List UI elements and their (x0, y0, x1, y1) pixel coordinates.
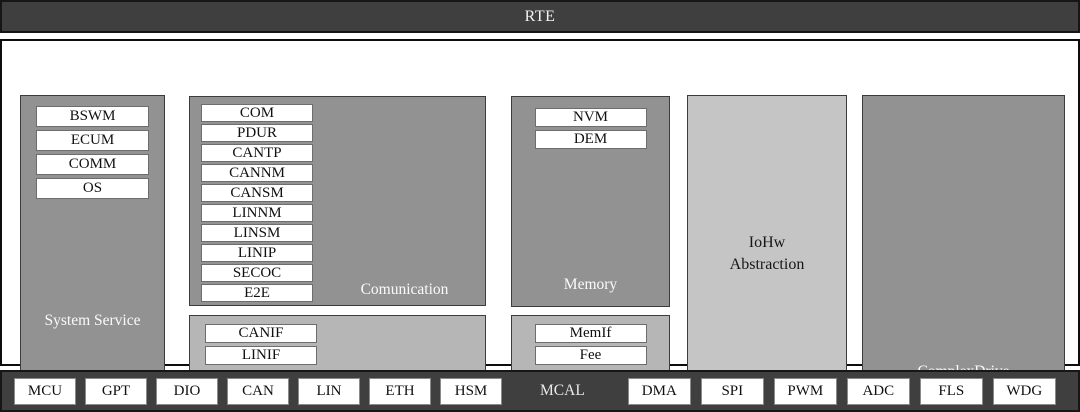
mcal-module-block-fls: FLS (919, 377, 983, 405)
communication-modules: COM PDUR CANTP CANNM CANSM LINNM LINSM LINIP SEC… (190, 97, 485, 302)
rte-layer-bar: RTE (0, 0, 1080, 33)
mcal-module-block-adc: ADC (846, 377, 910, 405)
mcal-module-block-dio: DIO (156, 377, 218, 405)
module-block-linip: LINIP (201, 244, 313, 262)
mcal-module-block-gpt: GPT (85, 377, 147, 405)
module-block-pdur: PDUR (201, 124, 313, 142)
module-block-nvm: NVM (534, 108, 647, 127)
mcal-module-block-mcu: MCU (14, 377, 76, 405)
module-block-ecum: ECUM (36, 130, 149, 151)
iohw-abstraction-label-line1: IoHw (748, 233, 786, 251)
mcal-module-block-hsm: HSM (440, 377, 502, 405)
module-block-canif: CANIF (205, 324, 317, 343)
iohw-abstraction-section: IoHw Abstraction (687, 95, 847, 394)
mcal-layer-bar: MCU GPT DIO CAN LIN ETH HSM MCAL DMA SPI PWM ADC F… (0, 370, 1080, 412)
module-block-linnm: LINNM (201, 204, 313, 222)
module-block-secoc: SECOC (201, 264, 313, 282)
mcal-module-block-lin: LIN (298, 377, 360, 405)
communication-section: COM PDUR CANTP CANNM CANSM LINNM LINSM LINIP SEC… (189, 96, 486, 306)
mcal-module-block-can: CAN (227, 377, 289, 405)
module-block-fee: Fee (534, 346, 647, 365)
module-block-memif: MemIf (534, 324, 647, 343)
module-block-linsm: LINSM (201, 224, 313, 242)
module-block-cansm: CANSM (201, 184, 313, 202)
memory-label: Memory (563, 276, 618, 293)
mcal-module-block-pwm: PWM (773, 377, 837, 405)
module-block-bswm: BSWM (36, 106, 149, 127)
mcal-module-block-wdg: WDG (992, 377, 1056, 405)
communication-label: Comunication (360, 281, 449, 298)
module-block-comm: COMM (36, 154, 149, 175)
mcal-module-block-spi: SPI (700, 377, 764, 405)
module-block-dem: DEM (534, 130, 647, 149)
complex-drive-section: ComplexDrive (862, 95, 1065, 394)
module-block-e2e: E2E (201, 284, 313, 302)
system-service-section: BSWM ECUM COMM OS System Service (20, 95, 165, 390)
iohw-abstraction-label-line2: Abstraction (729, 255, 805, 273)
module-block-cantp: CANTP (201, 144, 313, 162)
system-service-label: System Service (44, 312, 141, 329)
module-block-os: OS (36, 178, 149, 199)
mcal-right-modules: DMA SPI PWM ADC FLS WDG (627, 377, 1056, 405)
module-block-linif: LINIF (205, 346, 317, 365)
mcal-label: MCAL (540, 382, 585, 399)
mcal-module-block-dma: DMA (627, 377, 691, 405)
module-block-cannm: CANNM (201, 164, 313, 182)
module-block-com: COM (201, 104, 313, 122)
mcal-module-block-eth: ETH (369, 377, 431, 405)
bsw-layer-container: BSWM ECUM COMM OS System Service COM PDUR CAN… (0, 39, 1080, 394)
system-service-modules: BSWM ECUM COMM OS (21, 96, 164, 199)
rte-label: RTE (524, 7, 556, 25)
memory-modules: NVM DEM (512, 97, 669, 149)
mcal-left-modules: MCU GPT DIO CAN LIN ETH HSM (14, 377, 502, 405)
communication-interface-modules: CANIF LINIF (190, 316, 485, 365)
memory-section: NVM DEM Memory (511, 96, 670, 307)
